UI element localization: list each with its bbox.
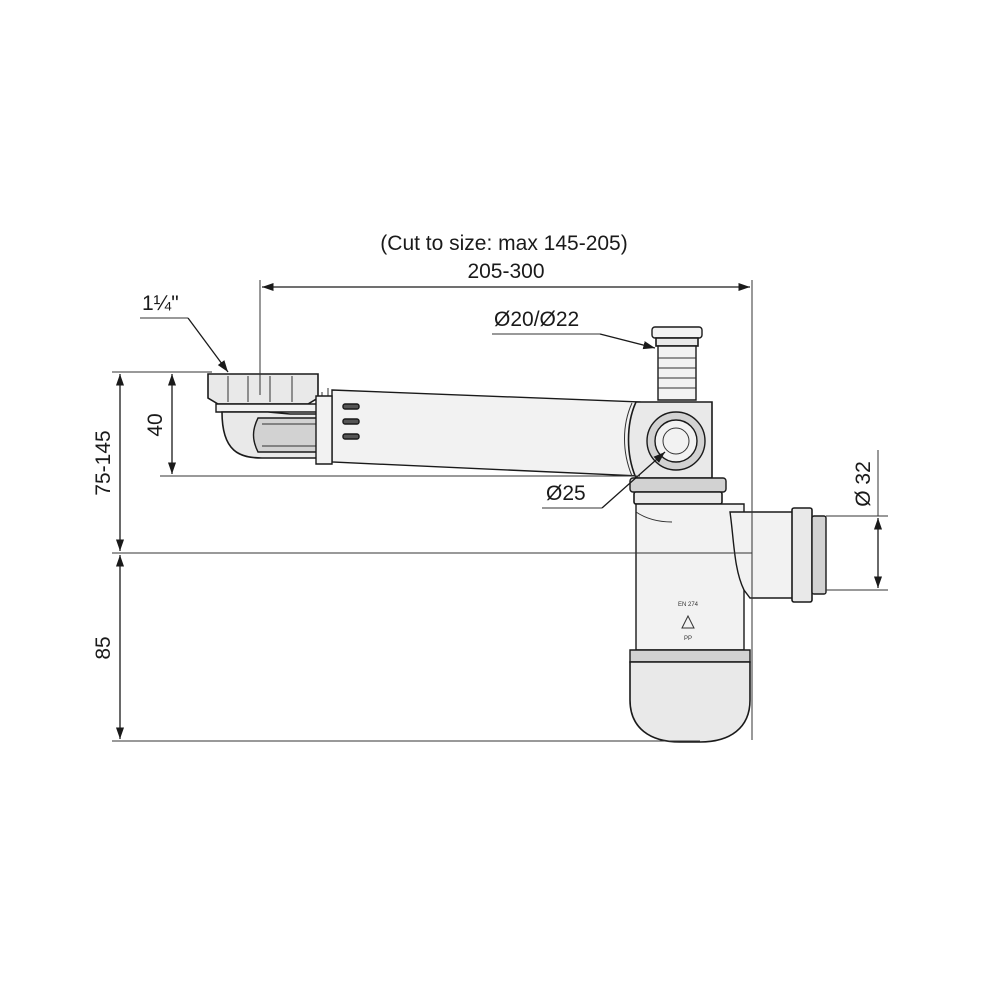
thread-size-label: 1¼" [142, 292, 179, 315]
trap-height-dimension: 85 [92, 555, 700, 742]
hose-nozzle [651, 326, 703, 401]
overall-length-label: 205-300 [467, 260, 544, 283]
height-adjust-label: 75-145 [92, 430, 115, 495]
hose-nozzle-label: Ø20/Ø22 [494, 308, 579, 331]
lock-ring [629, 477, 727, 505]
outlet-diameter-label: Ø 32 [852, 461, 875, 507]
side-inlet-callout: Ø25 [542, 451, 666, 509]
svg-text:EN 274: EN 274 [678, 602, 699, 608]
inlet-connector [207, 373, 333, 465]
thread-size-callout: 1¼" [140, 292, 229, 373]
outlet-diameter-dimension: Ø 32 [826, 450, 888, 591]
height-adjust-dimension: 75-145 [92, 371, 752, 554]
junction-body [627, 401, 713, 479]
cut-note-label: (Cut to size: max 145-205) [380, 232, 627, 255]
outlet-pipe [729, 507, 827, 603]
side-inlet-label: Ø25 [546, 482, 586, 505]
extension-tube [321, 388, 641, 477]
hose-nozzle-callout: Ø20/Ø22 [492, 308, 656, 350]
trap-bottle: EN 274 PP [629, 503, 751, 743]
overall-length-dimension: 205-300 (Cut to size: max 145-205) [259, 232, 753, 740]
recycle-marking: EN 274 PP [678, 602, 699, 642]
inlet-depth-label: 40 [144, 413, 167, 436]
svg-text:PP: PP [684, 636, 692, 642]
trap-height-label: 85 [92, 636, 115, 659]
